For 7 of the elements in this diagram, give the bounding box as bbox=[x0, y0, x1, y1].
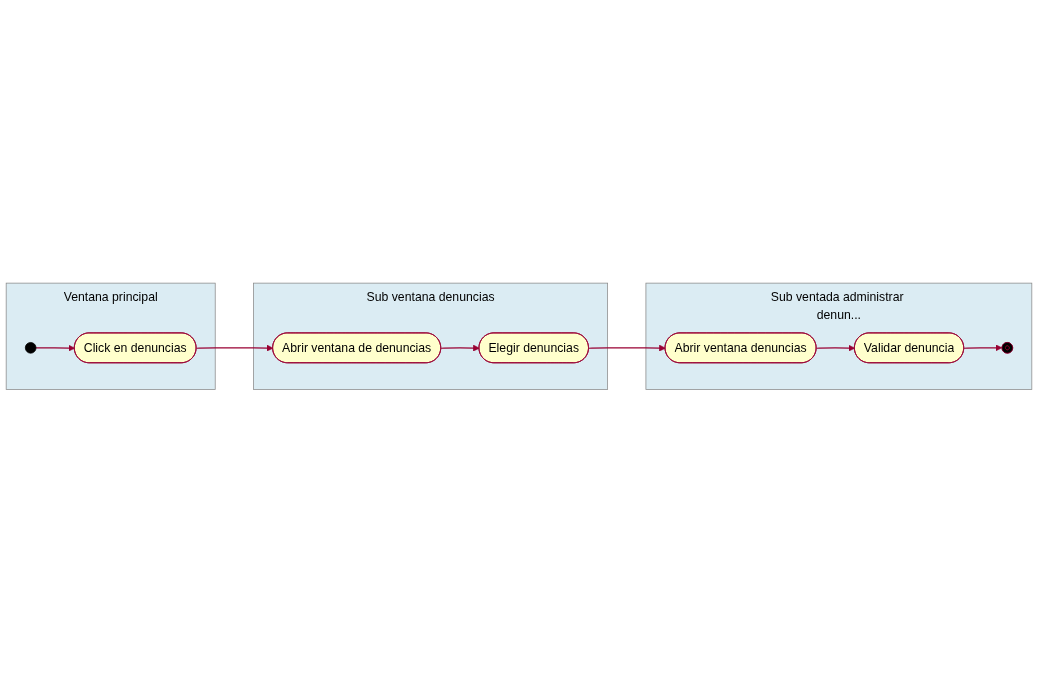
arrow bbox=[195, 344, 274, 352]
arrow bbox=[963, 344, 1003, 352]
arrow bbox=[440, 344, 480, 352]
arrow bbox=[815, 344, 856, 352]
arrow bbox=[35, 344, 75, 352]
node-circle bbox=[24, 342, 37, 354]
arrow bbox=[588, 344, 666, 352]
